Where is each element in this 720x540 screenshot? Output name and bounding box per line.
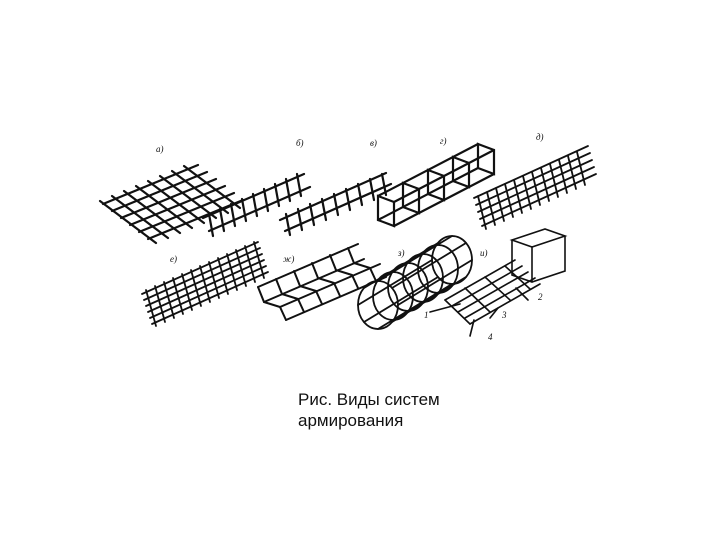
flat-mesh-panel: [98, 163, 245, 245]
cylindrical-cage-panel: [357, 235, 473, 330]
bundled-cage-panel: [141, 241, 269, 327]
part-number-2: 2: [538, 292, 543, 302]
flat-frame-2-panel: [278, 171, 393, 237]
spatial-cage-panel: [376, 142, 496, 228]
part-number-3: 3: [501, 310, 507, 320]
u-cage-panel: [257, 243, 387, 321]
figure-caption: Рис. Виды систем армирования: [298, 389, 558, 431]
label-z: з): [397, 248, 405, 258]
caption-line-1: Рис. Виды систем: [298, 390, 440, 409]
label-v: в): [370, 138, 377, 148]
label-zh: ж): [283, 254, 294, 264]
caption-line-2: армирования: [298, 411, 404, 430]
flat-frame-panel: [201, 172, 312, 238]
label-d: д): [536, 132, 544, 142]
label-b: б): [296, 138, 304, 148]
dense-cage-panel: [473, 145, 597, 230]
column-cage-panel: [429, 228, 568, 337]
panel-labels: а) б) в) г) д) е) ж) з) и): [156, 132, 544, 264]
part-number-4: 4: [488, 332, 493, 342]
label-a: а): [156, 144, 164, 154]
label-g: г): [440, 136, 447, 146]
label-e: е): [170, 254, 177, 264]
label-i: и): [480, 248, 488, 258]
part-number-1: 1: [424, 310, 429, 320]
part-numbers: 1 2 3 4: [424, 292, 543, 342]
